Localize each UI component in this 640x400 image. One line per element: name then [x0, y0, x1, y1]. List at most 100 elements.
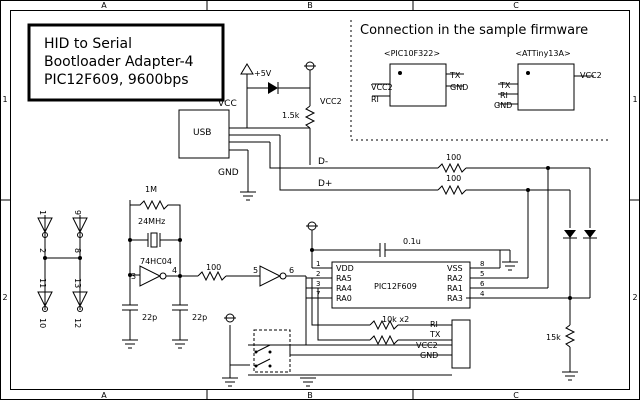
row-label-1-right: 1 [632, 95, 637, 104]
pic-pin-num-4: 4 [480, 290, 485, 298]
col-label-a-top: A [101, 1, 107, 10]
chip2-pin-gnd: GND [494, 101, 512, 110]
col-label-b-bottom: B [307, 391, 313, 400]
pulldown-resistor: 15k [546, 298, 578, 381]
connector-resistor-ri [369, 319, 399, 331]
usb-vcc-label: VCC [218, 99, 237, 109]
chip2-name: <ATTiny13A> [515, 49, 570, 58]
series-resistor [197, 270, 227, 282]
inv-pin-9: 9 [73, 210, 82, 215]
chip1-pin-gnd: GND [450, 83, 468, 92]
inv-pin-1: 1 [38, 210, 47, 215]
power-supply: +5V VCC2 1.5k [240, 61, 342, 165]
col-label-c-top: C [513, 1, 519, 10]
title-line-1: HID to Serial [44, 36, 132, 52]
dip-switch [253, 329, 291, 373]
plus5v-label: +5V [254, 69, 272, 78]
row-label-1-left: 1 [2, 95, 7, 104]
ground-symbol-cap2 [172, 339, 188, 349]
col-label-b-top: B [307, 1, 313, 10]
pic-pin-ra2: RA2 [447, 274, 463, 283]
title-box: HID to Serial Bootloader Adapter-4 PIC12… [27, 23, 225, 102]
pic-pin-vss: VSS [447, 264, 463, 273]
connector-resistor-tx [369, 334, 399, 346]
col-label-c-bottom: C [513, 391, 519, 400]
chip1-pin-vcc2: VCC2 [371, 83, 393, 92]
buffer-pin-out: 6 [289, 266, 294, 275]
chip1-name: <PIC10F322> [384, 49, 440, 58]
inverter-1 [37, 217, 53, 234]
pic12f609: 0.1u PIC12F609 1 2 3 7 VDD RA5 RA4 RA0 V… [305, 221, 548, 309]
inverter-3 [37, 291, 53, 308]
diode-1 [564, 230, 576, 238]
title-line-3: PIC12F609, 9600bps [44, 72, 189, 88]
crystal [150, 232, 158, 248]
connector-pin-ri: RI [430, 320, 438, 329]
crystal-label: 24MHz [138, 217, 165, 226]
oscillator: 1M 24MHz 74HC04 3 4 22p 22p [122, 185, 260, 349]
resistor-dminus [437, 162, 467, 174]
inverter-2 [72, 217, 88, 234]
inv-pin-12: 12 [73, 318, 82, 328]
cap2-label: 22p [192, 313, 207, 322]
pic-pin-vdd: VDD [336, 264, 354, 273]
row-label-2-right: 2 [632, 293, 637, 302]
inv-pin-10: 10 [38, 318, 47, 328]
series-resistor-label: 100 [206, 263, 221, 272]
chip-attiny13a: <ATTiny13A> TX RI GND VCC2 [494, 49, 602, 111]
sample-box-title: Connection in the sample firmware [360, 23, 588, 38]
inv-pin-11: 11 [38, 278, 47, 288]
osc-pin-out: 4 [172, 266, 177, 275]
inv-pin-13: 13 [73, 278, 82, 288]
connector-pin-gnd: GND [420, 351, 438, 360]
chip1-pin-tx: TX [449, 71, 461, 80]
ground-symbol-pic [502, 261, 518, 271]
chip1-pin-ri: RI [371, 95, 379, 104]
buffer-inverter: 5 6 [253, 265, 306, 287]
oscillator-ic-label: 74HC04 [140, 257, 172, 266]
pic-name: PIC12F609 [374, 282, 417, 291]
pic-pin-ra0: RA0 [336, 294, 352, 303]
usb-data-lines: D- D+ 100 100 [269, 135, 597, 300]
connector-pin-tx: TX [429, 330, 441, 339]
cap1-label: 22p [142, 313, 157, 322]
pic-pin-num-6: 6 [480, 280, 485, 288]
dminus-label: D- [318, 157, 328, 167]
pic-pin-ra1: RA1 [447, 284, 463, 293]
plus5v-arrow [240, 63, 254, 75]
chip-pic10f322: <PIC10F322> VCC2 RI TX GND [371, 49, 468, 107]
connector-pin-vcc2: VCC2 [416, 341, 438, 350]
usb-label: USB [193, 128, 211, 138]
inverter-4 [72, 291, 88, 308]
inv-pin-8: 8 [73, 248, 82, 253]
pic-pin-num-1: 1 [316, 260, 320, 268]
diode-2 [584, 230, 596, 238]
title-line-2: Bootloader Adapter-4 [44, 54, 194, 70]
resistor-dminus-label: 100 [446, 153, 461, 162]
resistor-dplus [437, 184, 467, 196]
pic-pin-num-8: 8 [480, 260, 484, 268]
chip2-pin-ri: RI [500, 91, 508, 100]
spare-inverters: 1 2 9 8 11 10 13 12 [37, 210, 88, 328]
pic-pin-num-5: 5 [480, 270, 484, 278]
resistor-dplus-label: 100 [446, 174, 461, 183]
ground-symbol-connector [300, 377, 316, 387]
pic-pin-ra5: RA5 [336, 274, 352, 283]
decoupling-cap-label: 0.1u [403, 237, 421, 246]
pic-pin-num-2: 2 [316, 270, 320, 278]
sample-firmware-box: Connection in the sample firmware <PIC10… [350, 20, 610, 141]
power-diode [268, 82, 278, 94]
usb-connector: USB VCC GND [178, 99, 310, 201]
osc-pin-in: 3 [131, 272, 136, 281]
pic-pin-ra3: RA3 [447, 294, 463, 303]
ground-symbol-switch [222, 377, 238, 387]
vcc2-label: VCC2 [320, 97, 342, 106]
chip2-pin-vcc2: VCC2 [580, 71, 602, 80]
feedback-resistor-label: 1M [145, 185, 157, 194]
dplus-label: D+ [318, 179, 332, 189]
pullup-resistor-label: 1.5k [282, 111, 300, 120]
col-label-a-bottom: A [101, 391, 107, 400]
pullup-resistor [304, 105, 316, 129]
pic-pin-num-3: 3 [316, 280, 320, 288]
